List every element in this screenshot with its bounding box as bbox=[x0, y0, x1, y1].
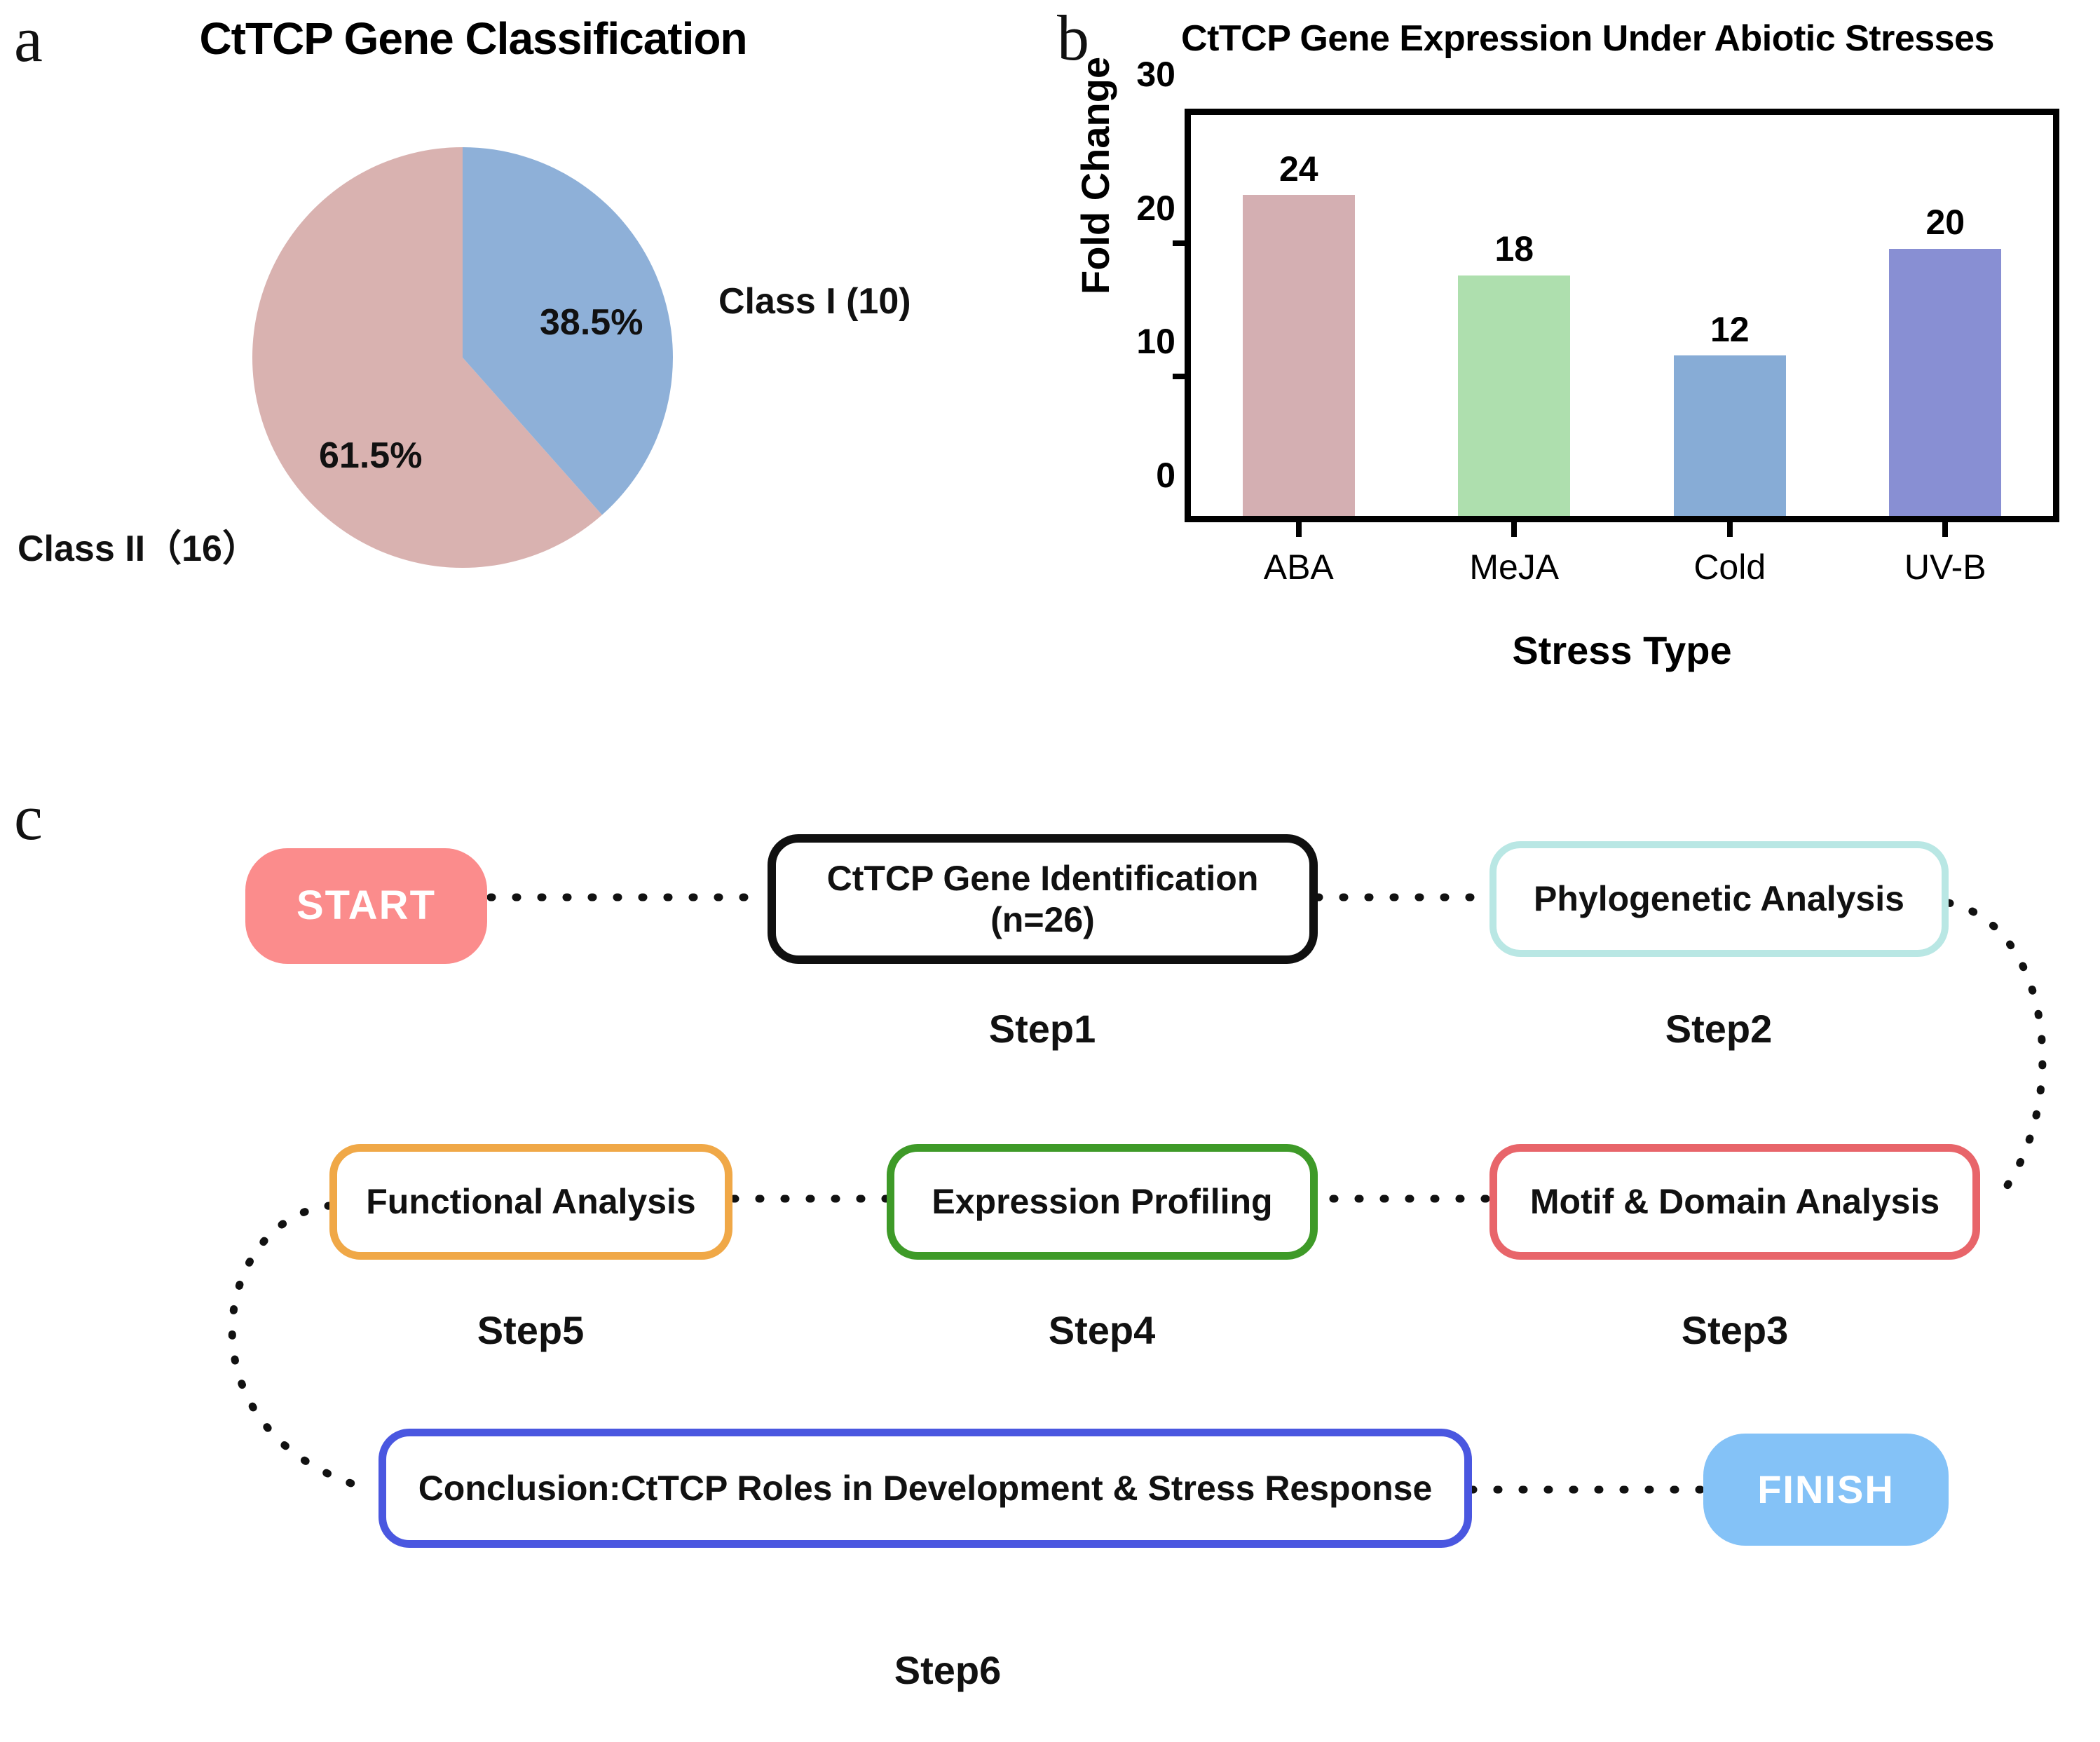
panel-letter-b: b bbox=[1057, 2, 1089, 74]
pie-slice-class-ii bbox=[252, 147, 602, 569]
bar-chart-title: CtTCP Gene Expression Under Abiotic Stre… bbox=[1181, 18, 1994, 59]
flow-step-label-6: Step6 bbox=[894, 1648, 1002, 1692]
y-tick-30: 30 bbox=[1136, 55, 1175, 94]
bar-value-cold: 12 bbox=[1710, 309, 1750, 349]
flow-step-label-2: Step2 bbox=[1665, 1007, 1773, 1051]
pie-slice-class-i bbox=[463, 147, 673, 515]
y-tick-mark-20 bbox=[1173, 240, 1191, 246]
flow-node-finish-label: FINISH bbox=[1757, 1467, 1895, 1511]
bar-column-uvb: 20 UV-B bbox=[1889, 115, 2002, 587]
flow-node-step5[interactable]: Functional Analysis bbox=[329, 1144, 732, 1260]
flow-node-step4-label: Expression Profiling bbox=[932, 1182, 1273, 1221]
flow-node-step6[interactable]: Conclusion:CtTCP Roles in Development & … bbox=[379, 1429, 1472, 1548]
x-label-uvb: UV-B bbox=[1904, 547, 1986, 587]
panel-a-pie-chart: a CtTCP Gene Classification 38.5% 61.5% … bbox=[0, 0, 1044, 715]
y-tick-mark-10 bbox=[1173, 374, 1191, 380]
bar-series-container: 24 ABA 18 MeJA 12 Cold 20 UV-B bbox=[1191, 115, 2053, 587]
bar-column-meja: 18 MeJA bbox=[1458, 115, 1571, 587]
flow-node-step1[interactable]: CtTCP Gene Identification (n=26) bbox=[768, 834, 1318, 964]
flow-step-label-4: Step4 bbox=[1048, 1308, 1156, 1352]
bar-value-meja: 18 bbox=[1494, 229, 1534, 269]
pie-percent-class-i: 38.5% bbox=[540, 302, 643, 343]
panel-letter-a: a bbox=[14, 4, 43, 75]
y-tick-20: 20 bbox=[1136, 188, 1175, 228]
pie-percent-class-ii: 61.5% bbox=[319, 435, 423, 476]
x-tick-mark-aba bbox=[1295, 516, 1302, 537]
x-label-cold: Cold bbox=[1693, 547, 1766, 587]
flow-step-label-3: Step3 bbox=[1681, 1308, 1789, 1352]
bar-column-cold: 12 Cold bbox=[1673, 115, 1786, 587]
bar-chart-x-axis-label: Stress Type bbox=[1512, 628, 1732, 672]
flow-node-start[interactable]: START bbox=[245, 848, 487, 964]
bar-rect-cold[interactable] bbox=[1673, 355, 1786, 516]
panel-b-bar-chart: b CtTCP Gene Expression Under Abiotic St… bbox=[1044, 0, 2100, 715]
flow-node-step2[interactable]: Phylogenetic Analysis bbox=[1489, 841, 1949, 957]
flow-node-step3-label: Motif & Domain Analysis bbox=[1529, 1182, 1940, 1221]
x-tick-mark-uvb bbox=[1942, 516, 1949, 537]
flow-node-start-label: START bbox=[296, 883, 436, 929]
connector-step5-to-step6 bbox=[228, 1202, 376, 1494]
flow-node-step1-label: CtTCP Gene Identification (n=26) bbox=[826, 858, 1259, 939]
flow-connectors bbox=[228, 893, 2047, 1494]
flow-node-step2-label: Phylogenetic Analysis bbox=[1534, 879, 1904, 918]
y-tick-10: 10 bbox=[1136, 322, 1175, 362]
bar-value-aba: 24 bbox=[1279, 149, 1318, 189]
bar-rect-meja[interactable] bbox=[1458, 275, 1571, 516]
bar-column-aba: 24 ABA bbox=[1242, 115, 1355, 587]
flow-node-step4[interactable]: Expression Profiling bbox=[887, 1144, 1318, 1260]
y-tick-0: 0 bbox=[1156, 456, 1175, 495]
flow-node-finish[interactable]: FINISH bbox=[1703, 1434, 1949, 1546]
x-tick-mark-meja bbox=[1511, 516, 1518, 537]
flow-node-step3[interactable]: Motif & Domain Analysis bbox=[1489, 1144, 1980, 1260]
flow-node-step6-label: Conclusion:CtTCP Roles in Development & … bbox=[418, 1468, 1433, 1508]
flow-node-step5-label: Functional Analysis bbox=[366, 1182, 696, 1221]
pie-svg bbox=[252, 147, 673, 569]
panel-letter-c: c bbox=[14, 782, 43, 853]
pie-chart-graphic bbox=[245, 140, 680, 575]
pie-label-class-ii: Class II（16） bbox=[18, 529, 259, 569]
pie-chart-title: CtTCP Gene Classification bbox=[199, 13, 747, 64]
bar-rect-uvb[interactable] bbox=[1889, 248, 2002, 516]
flow-step-label-5: Step5 bbox=[477, 1308, 585, 1352]
pie-label-class-i: Class I (10) bbox=[718, 281, 911, 322]
flow-step-label-1: Step1 bbox=[988, 1007, 1096, 1051]
x-label-meja: MeJA bbox=[1469, 547, 1560, 587]
bar-chart-plot-area: 0 10 20 30 24 ABA 18 MeJA 12 Cold bbox=[1136, 55, 2059, 587]
x-label-aba: ABA bbox=[1263, 547, 1334, 587]
bar-rect-aba[interactable] bbox=[1242, 195, 1355, 516]
bar-chart-y-axis-label: Fold Change bbox=[1073, 56, 1117, 294]
bar-value-uvb: 20 bbox=[1925, 203, 1965, 243]
x-tick-mark-cold bbox=[1726, 516, 1733, 537]
panel-c-workflow-diagram: c START CtTCP Gene Identification (n=26)… bbox=[0, 715, 2100, 1742]
